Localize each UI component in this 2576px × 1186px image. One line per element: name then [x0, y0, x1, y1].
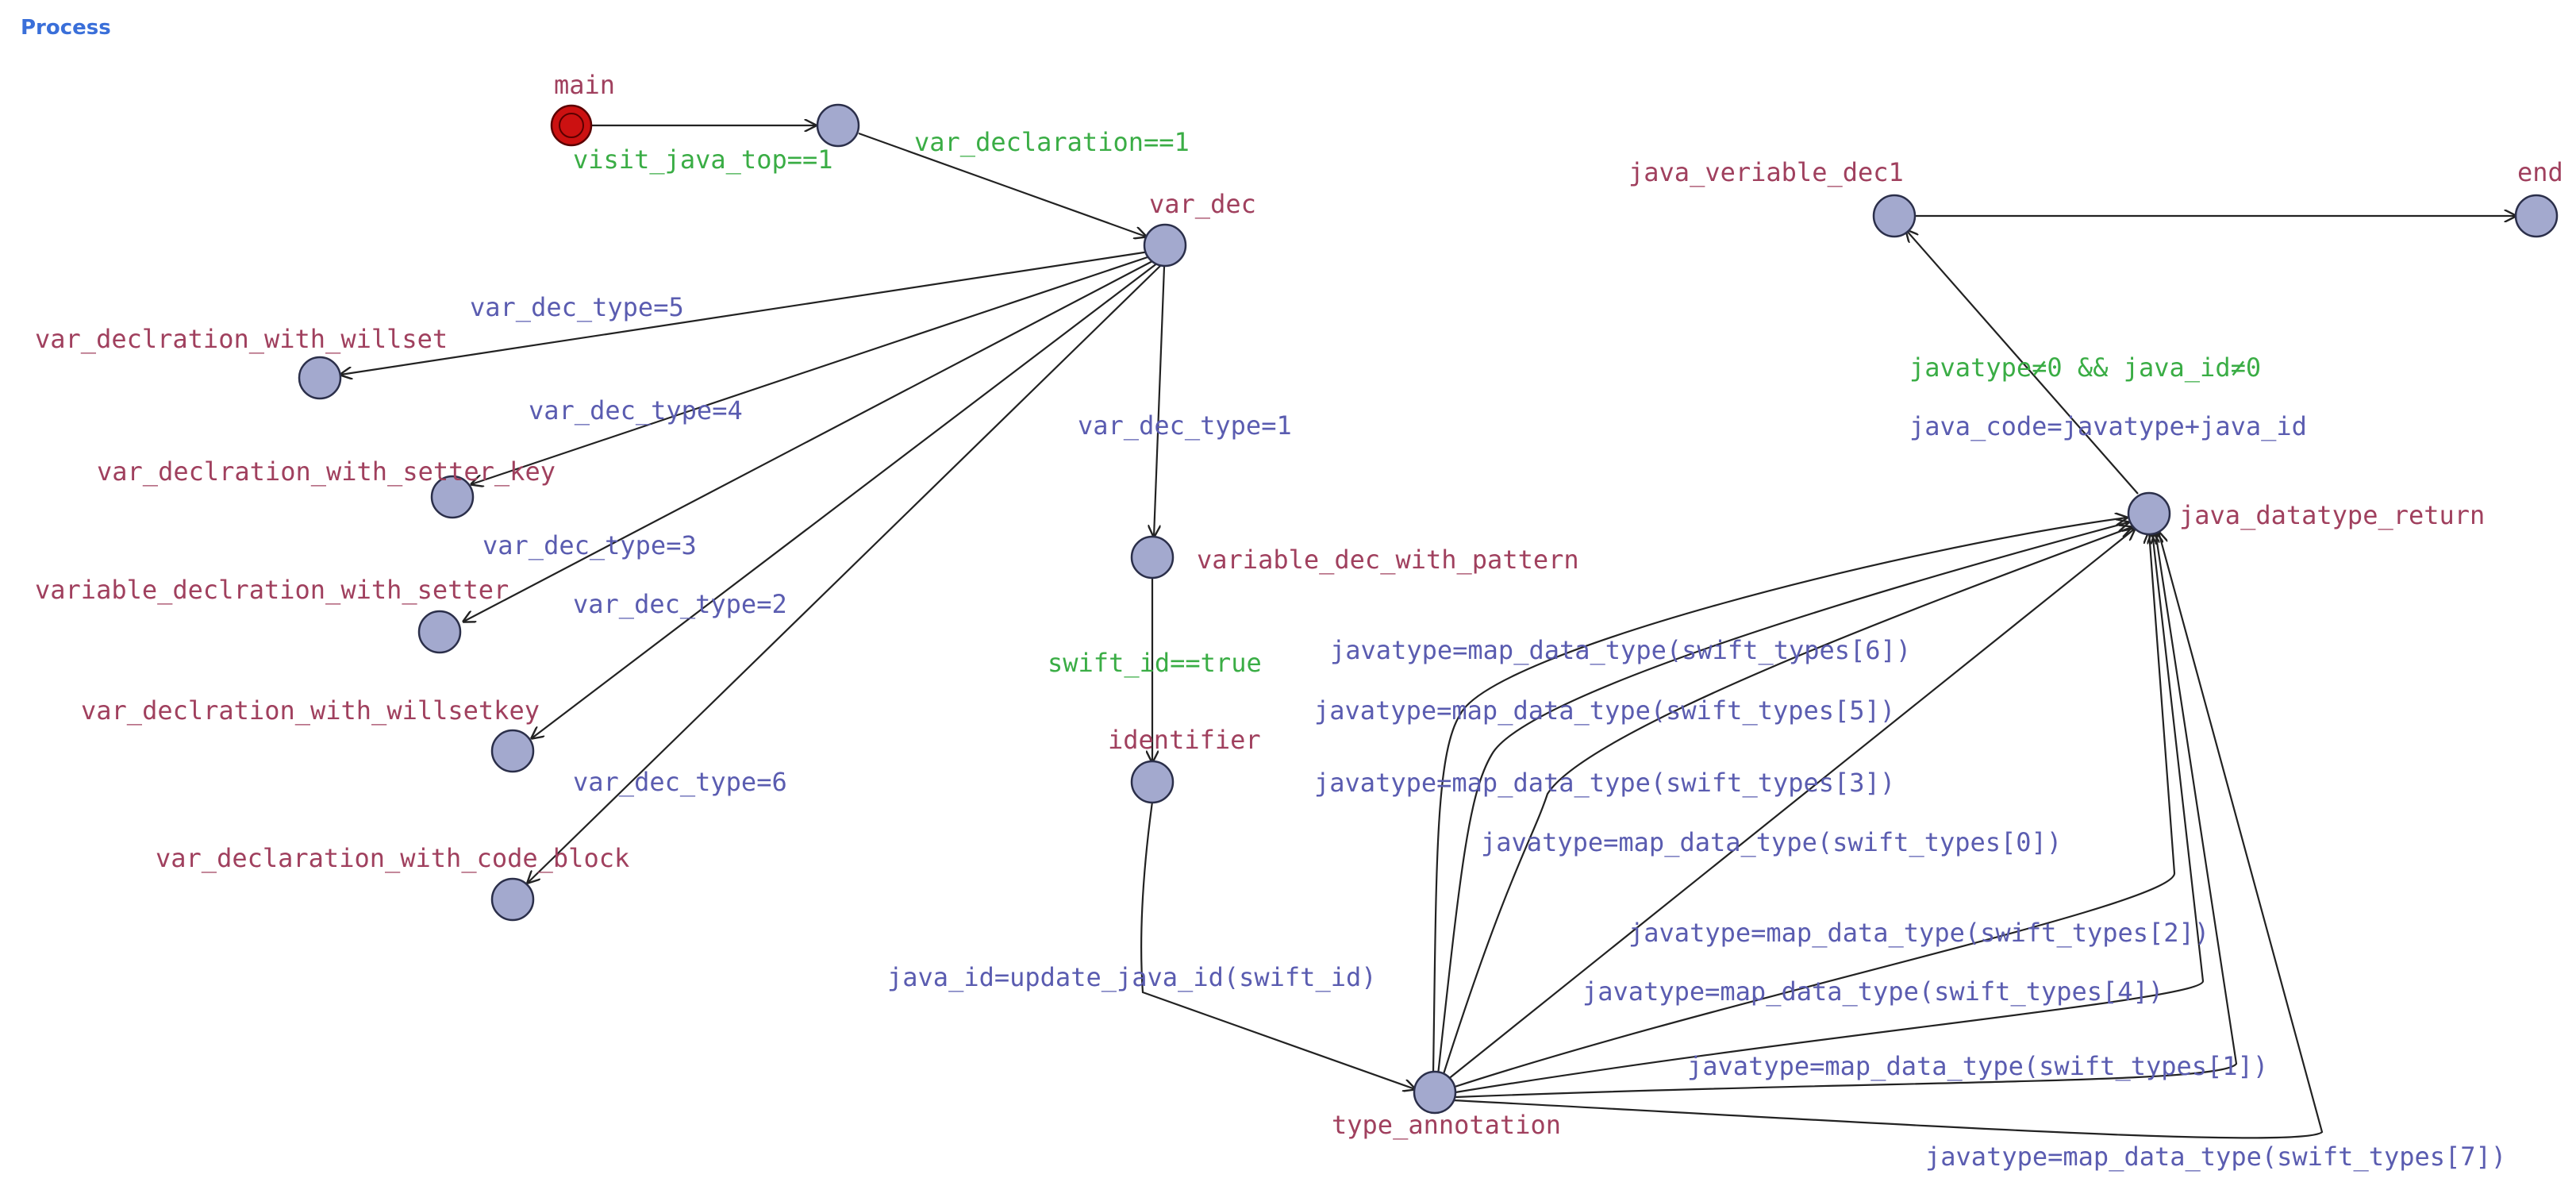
location-label: java_veriable_dec1: [1628, 157, 1904, 187]
location-setter-key[interactable]: [430, 475, 475, 519]
edge-ta-jdr-0[interactable]: [1447, 529, 2135, 1080]
location-java-veriable-dec1[interactable]: [1872, 194, 1917, 238]
edge-var-dec-setter-key[interactable]: [471, 254, 1153, 484]
edge-update: var_dec_type=5: [470, 292, 684, 322]
edge-var-dec-setter[interactable]: [463, 259, 1156, 622]
location-label: variable_declration_with_setter: [35, 575, 509, 605]
location-label: main: [554, 70, 615, 100]
location-willsetkey[interactable]: [490, 729, 535, 773]
edge-update: javatype=map_data_type(swift_types[6]): [1330, 635, 1911, 665]
edge-update: java_id=update_java_id(swift_id): [887, 962, 1377, 992]
location-pattern[interactable]: [1130, 535, 1175, 580]
edge-update: var_dec_type=3: [483, 530, 697, 560]
edge-ta-jdr-3[interactable]: [1441, 527, 2132, 1077]
panel-title: Process: [21, 16, 111, 40]
edge-ta-jdr-4[interactable]: [1455, 532, 2205, 1094]
edge-update: javatype=map_data_type(swift_types[2]): [1628, 918, 2209, 948]
location-var-dec[interactable]: [1143, 223, 1187, 268]
edge-update: var_dec_type=6: [573, 767, 787, 797]
location-label: var_declaration_with_code_block: [156, 843, 629, 873]
edge-var-dec-code-block[interactable]: [528, 264, 1162, 883]
edge-guard: swift_id==true: [1048, 648, 1262, 678]
location-label: java_datatype_return: [2179, 500, 2485, 530]
edge-var-dec-pattern[interactable]: [1154, 266, 1166, 537]
edge-guard: var_declaration==1: [914, 127, 1190, 157]
location-label: end: [2517, 157, 2563, 187]
edge-ta-jdr-5[interactable]: [1436, 522, 2128, 1076]
location-label: identifier: [1108, 725, 1261, 755]
location-type-annotation[interactable]: [1413, 1070, 1457, 1115]
edge-update: var_dec_type=4: [529, 395, 743, 425]
edge-ta-jdr-7[interactable]: [1451, 532, 2324, 1139]
location-end[interactable]: [2514, 194, 2559, 238]
location-setter[interactable]: [417, 610, 462, 654]
location-label: variable_dec_with_pattern: [1197, 545, 1579, 575]
guards: visit_java_top==1 var_declaration==1 swi…: [573, 127, 2261, 678]
edge-jdr-jvd1[interactable]: [1906, 230, 2139, 495]
edge-ta-jdr-1[interactable]: [1455, 532, 2238, 1099]
location-label: type_annotation: [1332, 1110, 1561, 1140]
edge-update: javatype=map_data_type(swift_types[4]): [1582, 976, 2163, 1007]
edge-guard: visit_java_top==1: [573, 144, 833, 175]
edge-update: javatype=map_data_type(swift_types[1]): [1687, 1051, 2268, 1081]
location-label: var_declration_with_willset: [35, 324, 448, 354]
location-willset[interactable]: [298, 356, 342, 400]
location-java-datatype-return[interactable]: [2127, 491, 2171, 536]
location-label: var_declration_with_willsetkey: [81, 695, 540, 726]
edge-n1-var-dec[interactable]: [858, 132, 1146, 237]
edge-update: var_dec_type=2: [573, 589, 787, 619]
edge-update: java_code=javatype+java_id: [1909, 411, 2307, 441]
edge-update: javatype=map_data_type(swift_types[7]): [1925, 1142, 2506, 1172]
edge-var-dec-willsetkey[interactable]: [532, 262, 1159, 738]
locations: [298, 103, 2559, 1115]
edge-var-dec-willset[interactable]: [340, 250, 1150, 375]
edge-update: javatype=map_data_type(swift_types[0]): [1481, 827, 2062, 857]
edges: [340, 125, 2516, 1139]
edge-identifier-type-annotation[interactable]: [1140, 801, 1415, 1089]
location-main[interactable]: [550, 104, 593, 147]
location-label: var_declration_with_setter_key: [97, 456, 556, 487]
location-n1[interactable]: [816, 103, 860, 148]
edge-ta-jdr-2[interactable]: [1451, 532, 2176, 1089]
edge-update: var_dec_type=1: [1078, 410, 1292, 441]
edge-update: javatype=map_data_type(swift_types[3]): [1314, 768, 1895, 798]
edge-ta-jdr-6[interactable]: [1432, 518, 2127, 1074]
location-identifier[interactable]: [1130, 760, 1175, 804]
location-names: main var_dec var_declration_with_willset…: [35, 70, 2563, 1140]
location-code-block[interactable]: [490, 877, 535, 922]
location-label: var_dec: [1149, 189, 1256, 219]
edge-update: javatype=map_data_type(swift_types[5]): [1314, 695, 1895, 726]
updates: var_dec_type=5 var_dec_type=4 var_dec_ty…: [470, 292, 2506, 1172]
edge-guard: javatype≠0 && java_id≠0: [1909, 352, 2261, 383]
